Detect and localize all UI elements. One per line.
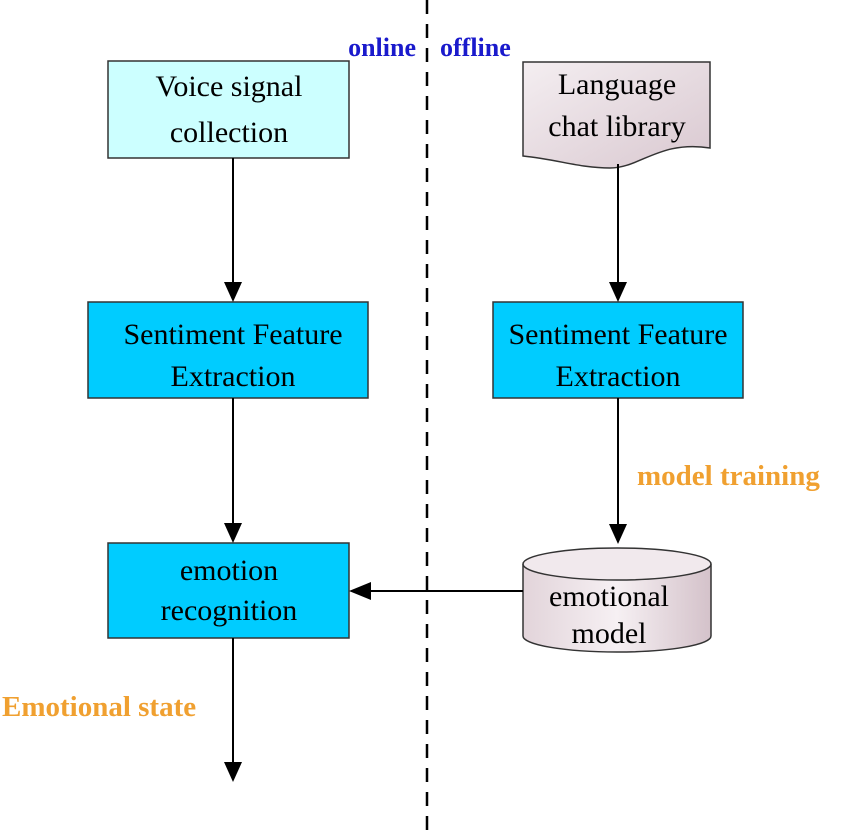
sentiment-feature-extraction-left-node: Sentiment Feature Extraction [87,301,369,399]
feature-left-line2: Extraction [171,360,296,393]
voice-signal-collection-node: Voice signal collection [107,60,350,159]
arrow-model-to-recognition [349,582,523,600]
emotional-state-label: Emotional state [2,691,196,723]
voice-signal-line1: Voice signal [156,70,303,103]
arrow-recognition-output [224,638,242,782]
offline-label: offline [440,33,511,62]
model-training-label: model training [637,460,820,492]
feature-left-line1: Sentiment Feature [123,318,342,351]
language-library-line2: chat library [548,110,685,143]
emotion-recognition-line2: recognition [161,594,298,627]
arrow-library-to-feature [609,164,627,302]
emotional-model-node: emotional model [522,547,712,653]
emotion-recognition-node: emotion recognition [107,542,350,639]
emotion-recognition-line1: emotion [180,554,278,587]
emotional-model-line2: model [572,617,647,650]
feature-right-line2: Extraction [556,360,681,393]
online-label: online [348,33,416,62]
language-library-line1: Language [558,68,676,101]
language-chat-library-node: Language chat library [522,61,711,169]
arrow-feature-to-recognition [224,398,242,543]
sentiment-feature-extraction-right-node: Sentiment Feature Extraction [492,301,744,399]
feature-right-line1: Sentiment Feature [508,318,727,351]
voice-signal-line2: collection [170,116,288,149]
arrow-voice-to-feature [224,158,242,302]
arrow-feature-to-model [609,398,627,544]
emotional-model-line1: emotional [549,580,669,613]
